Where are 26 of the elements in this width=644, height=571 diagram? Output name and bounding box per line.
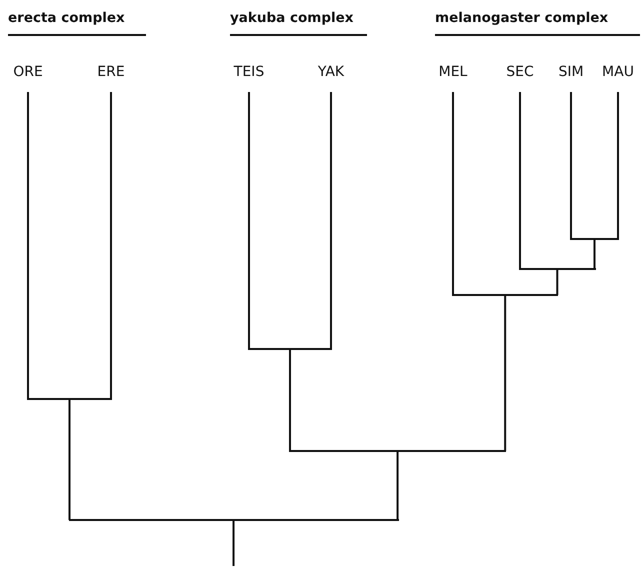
taxon-label: ORE	[13, 64, 43, 88]
branch-line	[570, 92, 572, 239]
group-heading: melanogaster complex	[435, 10, 640, 36]
taxon-label: ERE	[97, 64, 125, 88]
taxon-label: SEC	[506, 64, 534, 88]
branch-line	[232, 520, 235, 566]
branch-line	[594, 239, 596, 269]
branch-line	[396, 451, 399, 520]
branch-line	[519, 92, 521, 269]
branch-line	[110, 92, 112, 399]
branch-line	[68, 399, 70, 520]
branch-line	[27, 92, 29, 399]
branch-line	[248, 92, 250, 349]
group-heading: yakuba complex	[230, 10, 367, 36]
branch-line	[452, 92, 454, 295]
group-heading: erecta complex	[8, 10, 146, 36]
taxon-label: YAK	[318, 64, 344, 88]
branch-line	[556, 269, 558, 295]
branch-line	[330, 92, 332, 349]
taxon-label: SIM	[558, 64, 584, 88]
taxon-label: MEL	[438, 64, 468, 88]
branch-line	[617, 92, 619, 239]
taxon-label: TEIS	[234, 64, 264, 88]
branch-line	[289, 349, 291, 451]
taxon-label: MAU	[602, 64, 634, 88]
branch-line	[504, 295, 506, 451]
